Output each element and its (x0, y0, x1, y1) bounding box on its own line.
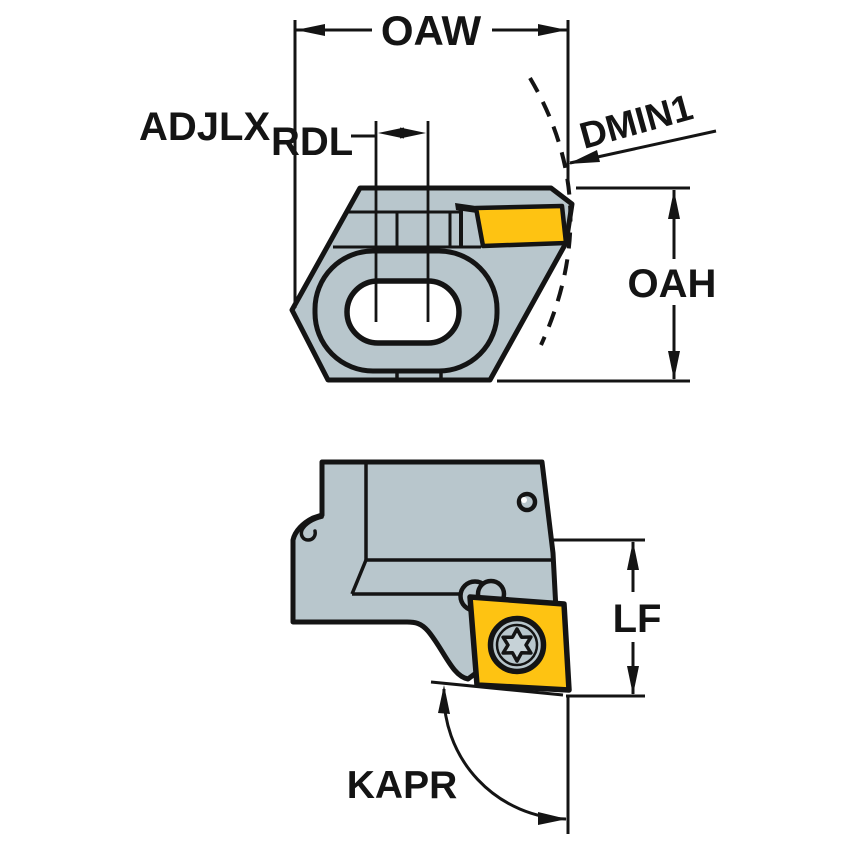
kapr-angle-arc (442, 688, 567, 821)
notch-curl (299, 515, 324, 542)
kapr-arrow-right (538, 812, 567, 825)
lf-arrow-up (627, 541, 639, 570)
oaw-label: OAW (381, 7, 482, 54)
dimension-kapr: KAPR (347, 685, 570, 834)
adjlx-label: ADJLX (139, 105, 270, 149)
kapr-label: KAPR (347, 764, 458, 807)
screw-head-ring (495, 623, 539, 667)
dimension-lf: LF (551, 538, 662, 698)
oaw-arrow-right (538, 24, 567, 36)
insert-top-view (473, 203, 569, 249)
kapr-arrow-up (438, 685, 450, 714)
oah-arrow-down (668, 351, 680, 380)
rdl-arrow-left (378, 127, 404, 139)
dmin1-label: DMIN1 (575, 86, 697, 156)
torx-star-icon (501, 627, 533, 663)
rdl-arrow-right (400, 127, 426, 139)
dimension-oaw: OAW (293, 7, 570, 308)
oblong-hole (344, 278, 462, 346)
oah-label: OAH (628, 262, 717, 306)
rdl-label: RDL (271, 120, 353, 164)
dmin1-arrow (568, 150, 600, 164)
lf-arrow-down (627, 666, 639, 695)
lf-label: LF (613, 597, 662, 641)
side-internal-slant (350, 559, 368, 595)
dimension-rdl-adjlx: ADJLX RDL (139, 105, 430, 322)
top-view (289, 185, 575, 383)
pin-hole (516, 491, 538, 513)
oaw-arrow-left (296, 24, 325, 36)
oah-arrow-up (668, 190, 680, 219)
pin-hole-highlight (521, 497, 527, 503)
side-view (290, 459, 572, 697)
dimension-oah: OAH (497, 186, 717, 383)
dmin1-arc (528, 76, 573, 346)
